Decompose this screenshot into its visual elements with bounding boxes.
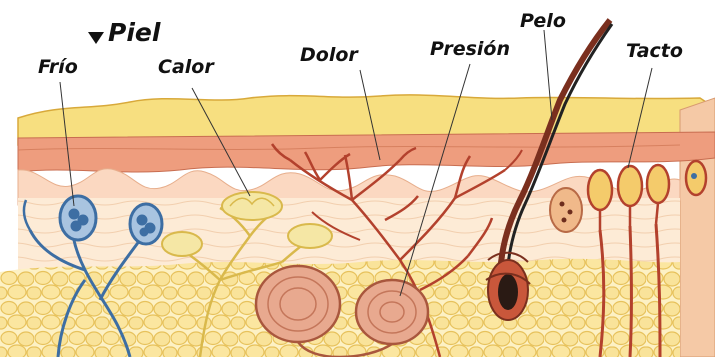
- label-pelo: Pelo: [520, 12, 566, 31]
- label-presion: Presión: [430, 40, 510, 59]
- label-frio: Frío: [38, 58, 78, 77]
- label-calor: Calor: [158, 58, 214, 77]
- label-tacto: Tacto: [626, 42, 683, 61]
- label-dolor: Dolor: [300, 46, 358, 65]
- diagram-title: Piel: [108, 20, 160, 45]
